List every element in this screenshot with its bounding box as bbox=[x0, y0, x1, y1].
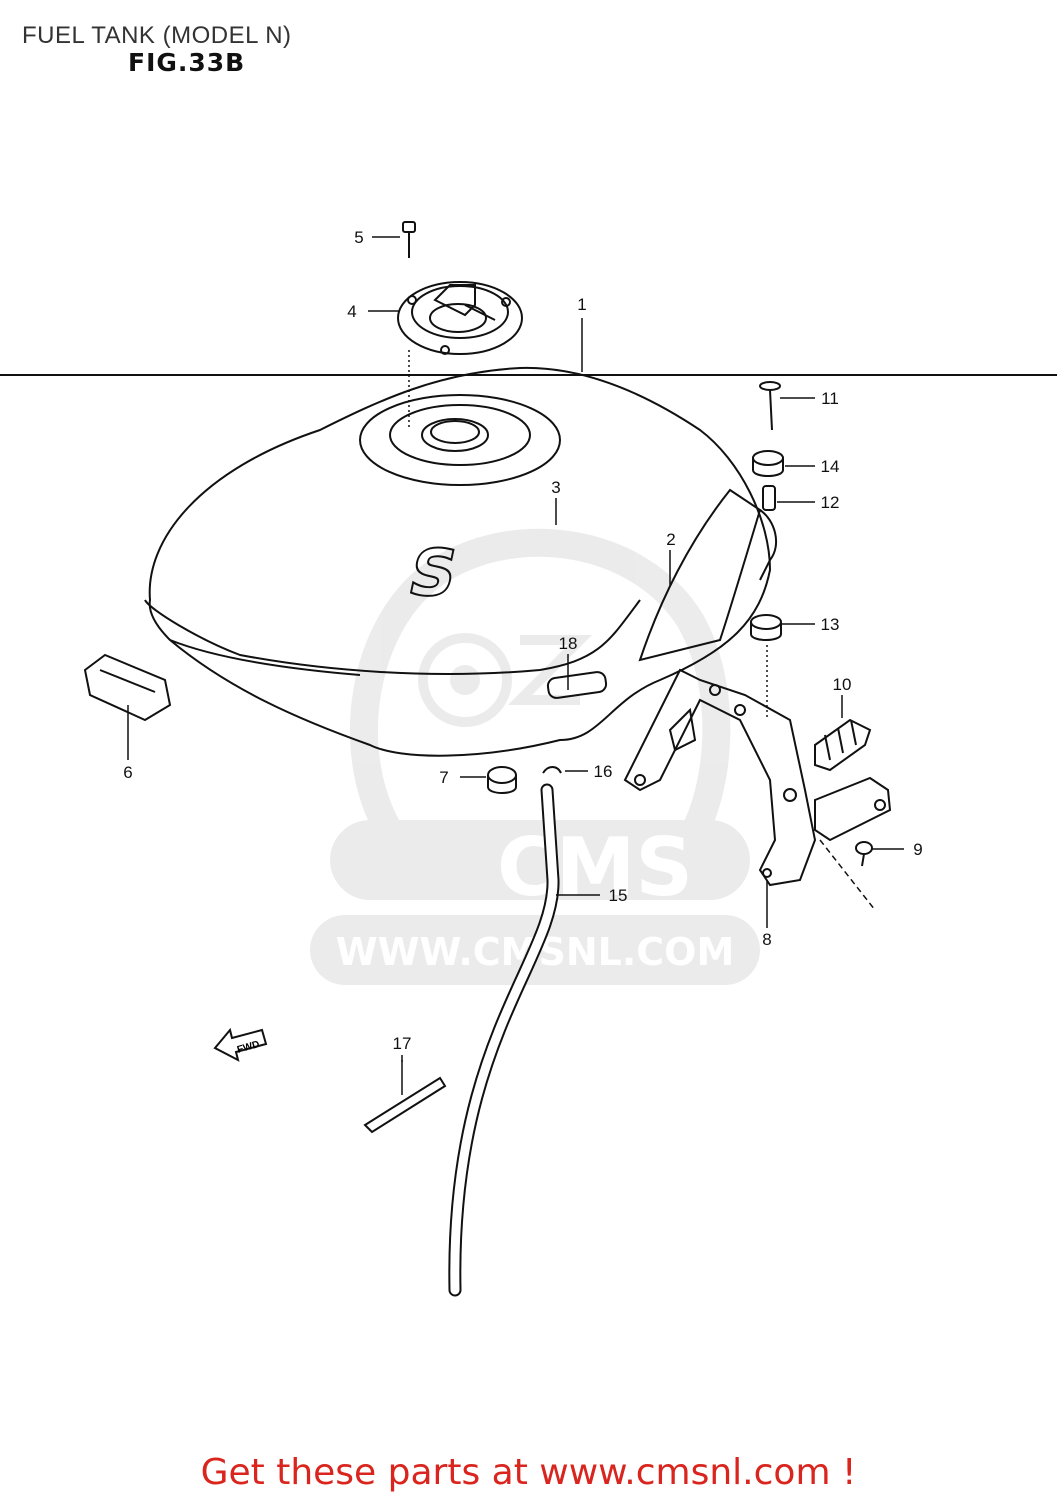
callout-10: 10 bbox=[833, 675, 852, 694]
callout-15: 15 bbox=[609, 886, 628, 905]
parts-link-banner[interactable]: Get these parts at www.cmsnl.com ! bbox=[0, 1452, 1057, 1493]
bracket-bolt bbox=[855, 841, 873, 867]
tank-emblem: S bbox=[402, 537, 464, 611]
tank-bracket bbox=[623, 668, 817, 887]
callout-7: 7 bbox=[439, 768, 448, 787]
hose-cap bbox=[487, 766, 517, 794]
leader-lines bbox=[127, 236, 904, 1062]
bracket-mount-line bbox=[819, 839, 876, 911]
callout-2: 2 bbox=[666, 530, 675, 549]
rear-cushion-top bbox=[752, 450, 784, 477]
hose-clip bbox=[542, 766, 562, 774]
callout-14: 14 bbox=[821, 457, 840, 476]
diagram-title: FUEL TANK (MODEL N) bbox=[22, 22, 292, 49]
callout-11: 11 bbox=[821, 389, 839, 408]
callout-16: 16 bbox=[594, 762, 613, 781]
callout-5: 5 bbox=[354, 228, 363, 247]
rear-bolt bbox=[759, 381, 781, 431]
callout-8: 8 bbox=[762, 930, 771, 949]
watermark-logo-text: CMS bbox=[497, 821, 693, 914]
callout-3: 3 bbox=[551, 478, 560, 497]
callout-6: 6 bbox=[123, 763, 132, 782]
callout-13: 13 bbox=[821, 615, 840, 634]
cap-bolt bbox=[402, 221, 416, 258]
fuel-cap bbox=[397, 281, 523, 355]
hose-clamp bbox=[363, 1060, 447, 1134]
figure-number: FIG.33B bbox=[128, 48, 246, 77]
callout-12: 12 bbox=[821, 493, 840, 512]
bracket-plate bbox=[814, 776, 892, 842]
bracket-cushion bbox=[814, 718, 872, 772]
rear-cushion-bottom bbox=[750, 614, 782, 641]
callout-17: 17 bbox=[393, 1034, 412, 1053]
callout-labels: 1 2 3 4 5 6 7 8 9 10 11 12 13 14 15 16 1… bbox=[123, 228, 922, 1053]
rear-collar bbox=[762, 485, 776, 511]
callout-9: 9 bbox=[913, 840, 922, 859]
rubber-cushion bbox=[83, 653, 172, 722]
callout-18: 18 bbox=[559, 634, 578, 653]
callout-4: 4 bbox=[347, 302, 356, 321]
cms-watermark: CMS WWW.CMSNL.COM bbox=[310, 528, 760, 985]
parts-link[interactable]: Get these parts at www.cmsnl.com ! bbox=[200, 1452, 857, 1493]
forward-arrow: FWD bbox=[213, 1027, 268, 1062]
callout-1: 1 bbox=[577, 295, 586, 314]
